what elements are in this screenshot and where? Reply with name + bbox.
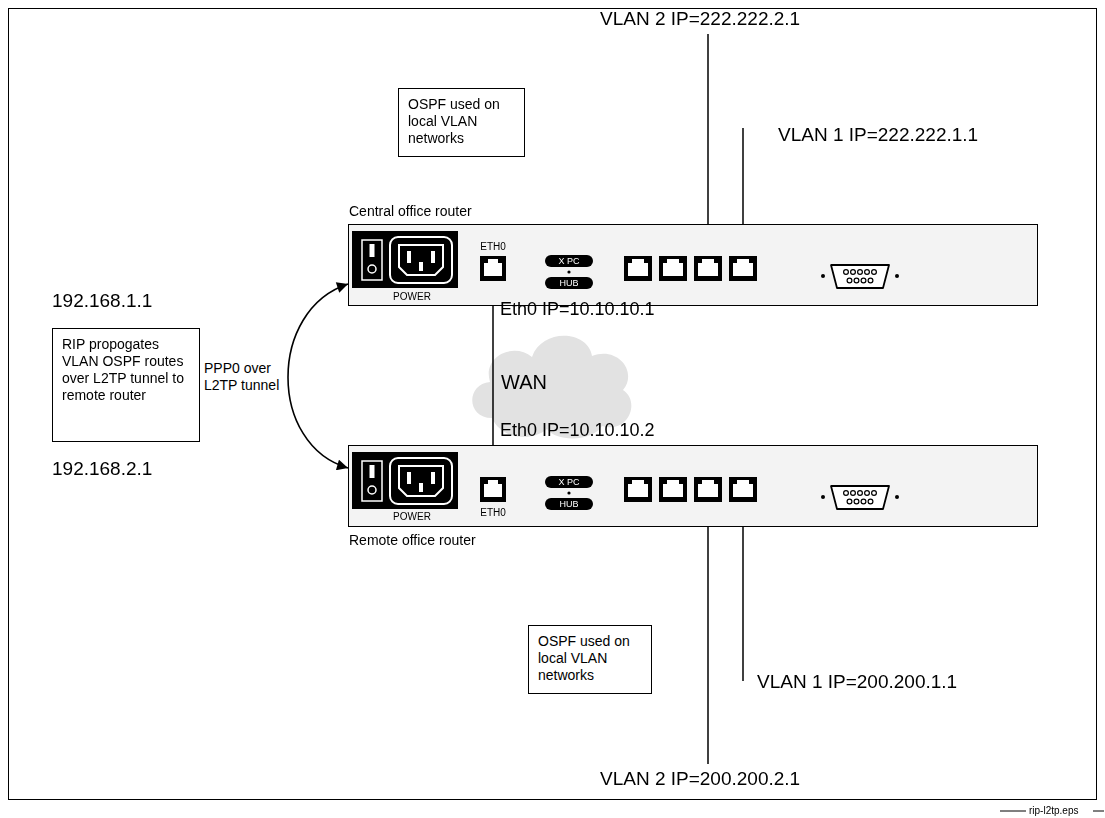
port-label: ETH0 bbox=[473, 507, 513, 519]
switch-label: HUB bbox=[545, 277, 593, 289]
power-label: POWER bbox=[380, 511, 444, 523]
switch-label: HUB bbox=[545, 498, 593, 510]
vlan-label: VLAN 2 IP=200.200.2.1 bbox=[600, 768, 800, 790]
note-box: RIP propogates VLAN OSPF routes over L2T… bbox=[52, 328, 200, 442]
switch-label: X PC bbox=[545, 255, 593, 267]
port-label: ETH0 bbox=[480, 241, 506, 253]
note-box: OSPF used on local VLAN networks bbox=[398, 88, 525, 157]
note-text: OSPF used on local VLAN networks bbox=[538, 633, 642, 684]
ip-address: 192.168.1.1 bbox=[52, 290, 152, 312]
vlan-label: VLAN 1 IP=222.222.1.1 bbox=[778, 124, 978, 146]
ip-address: 192.168.2.1 bbox=[52, 458, 152, 480]
tunnel-arrow bbox=[288, 284, 348, 468]
note-text: OSPF used on local VLAN networks bbox=[408, 96, 515, 147]
vlan-label: VLAN 1 IP=200.200.1.1 bbox=[757, 671, 957, 693]
ip-address: Eth0 IP=10.10.10.1 bbox=[500, 299, 655, 320]
router-chassis: Remote office router bbox=[348, 445, 1038, 527]
switch-label: X PC bbox=[545, 476, 593, 488]
edge-label: PPP0 over L2TP tunnel bbox=[204, 360, 282, 394]
cloud-label: WAN bbox=[501, 370, 599, 394]
router-name: Central office router bbox=[349, 203, 472, 220]
vlan-label: VLAN 2 IP=222.222.2.1 bbox=[600, 8, 800, 30]
note-box: OSPF used on local VLAN networks bbox=[528, 625, 652, 694]
router-name: Remote office router bbox=[349, 532, 476, 549]
ip-address: Eth0 IP=10.10.10.2 bbox=[500, 420, 655, 441]
file-name: rip-l2tp.eps bbox=[1029, 805, 1078, 817]
power-label: POWER bbox=[380, 291, 444, 303]
router-chassis: Central office router bbox=[348, 224, 1038, 306]
note-text: RIP propogates VLAN OSPF routes over L2T… bbox=[62, 336, 190, 404]
